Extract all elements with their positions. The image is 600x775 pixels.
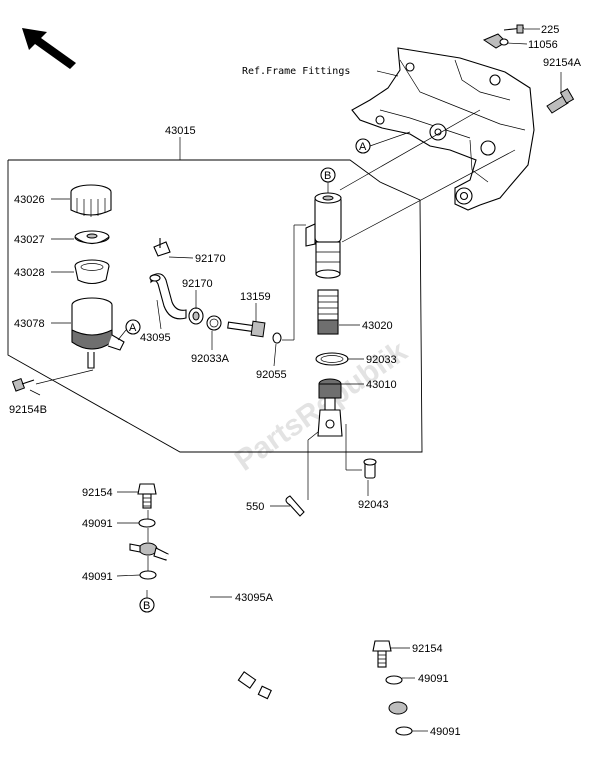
label-leader-lines bbox=[51, 28, 562, 732]
label-92033: 92033 bbox=[366, 354, 397, 366]
part-49091-washer-lower-2 bbox=[395, 726, 413, 736]
part-43078-reservoir bbox=[71, 297, 125, 369]
label-43020: 43020 bbox=[362, 320, 393, 332]
part-43027-plate bbox=[74, 230, 110, 245]
callout-a-reservoir-label: A bbox=[129, 322, 137, 334]
label-49091-lower-2: 49091 bbox=[430, 726, 461, 738]
part-92033-circlip bbox=[315, 352, 349, 366]
label-92154B: 92154B bbox=[9, 404, 47, 416]
part-43095A-brake-hose bbox=[164, 553, 397, 709]
part-92043-pin bbox=[363, 458, 377, 479]
part-225-bolt bbox=[503, 24, 525, 34]
assembly-connection-lines bbox=[29, 109, 516, 598]
label-92154-lower: 92154 bbox=[412, 643, 443, 655]
part-hose-banjo-lower bbox=[388, 701, 408, 715]
label-49091-upper-2: 49091 bbox=[82, 571, 113, 583]
part-92055-o-ring bbox=[272, 332, 282, 344]
part-92170-clip-top bbox=[153, 238, 171, 257]
label-43015: 43015 bbox=[165, 125, 196, 137]
part-43020-piston bbox=[317, 289, 339, 335]
part-49091-washer-lower-1 bbox=[385, 675, 403, 685]
label-550: 550 bbox=[246, 501, 264, 513]
part-43028-diaphragm bbox=[74, 259, 110, 285]
part-92154-banjo-bolt-upper bbox=[137, 483, 157, 509]
label-11056: 11056 bbox=[528, 39, 558, 51]
frame-fitting-part bbox=[351, 47, 535, 211]
part-11056-clamp bbox=[482, 33, 509, 49]
part-92033A-ring bbox=[206, 315, 222, 331]
part-43010-push-rod bbox=[317, 378, 343, 437]
part-92170-clip-lower bbox=[188, 307, 204, 325]
label-43010: 43010 bbox=[366, 379, 397, 391]
part-master-cylinder-body bbox=[305, 192, 342, 279]
assembly-outline-43015 bbox=[7, 159, 423, 453]
callout-a-reservoir: A bbox=[117, 319, 141, 341]
callout-b-hose-label: B bbox=[143, 600, 150, 612]
part-49091-washer-upper-2 bbox=[139, 570, 157, 580]
part-550-cotter-pin bbox=[285, 495, 305, 517]
label-92170-lower: 92170 bbox=[182, 278, 213, 290]
label-49091-upper-1: 49091 bbox=[82, 518, 113, 530]
callout-a-frame-label: A bbox=[359, 141, 367, 153]
label-49091-lower-1: 49091 bbox=[418, 673, 449, 685]
part-43026-reservoir-cap bbox=[70, 184, 112, 217]
part-92154-banjo-bolt-lower bbox=[372, 640, 392, 668]
label-43095A: 43095A bbox=[235, 592, 274, 604]
label-92055: 92055 bbox=[256, 369, 287, 381]
part-92154A-bolt bbox=[546, 88, 575, 114]
label-92154-upper: 92154 bbox=[82, 487, 113, 499]
label-43027: 43027 bbox=[14, 234, 45, 246]
label-43095: 43095 bbox=[140, 332, 171, 344]
label-92043: 92043 bbox=[358, 499, 389, 511]
part-hose-banjo-upper bbox=[129, 542, 169, 561]
label-92033A: 92033A bbox=[191, 353, 230, 365]
callout-b-cylinder: B bbox=[320, 167, 336, 183]
label-43078: 43078 bbox=[14, 318, 45, 330]
label-43026: 43026 bbox=[14, 194, 45, 206]
label-92170-top: 92170 bbox=[195, 253, 226, 265]
front-direction-arrow-icon bbox=[22, 28, 76, 69]
part-number-labels: 225 11056 Ref.Frame Fittings 92154A 4301… bbox=[9, 24, 582, 738]
label-ref-frame-fittings: Ref.Frame Fittings bbox=[242, 66, 350, 77]
label-13159: 13159 bbox=[240, 291, 271, 303]
callout-b-hose: B bbox=[139, 597, 155, 613]
label-43028: 43028 bbox=[14, 267, 45, 279]
label-92154A: 92154A bbox=[543, 57, 582, 69]
callout-b-cylinder-label: B bbox=[324, 170, 331, 182]
part-49091-washer-upper-1 bbox=[138, 518, 156, 528]
part-13159-fitting bbox=[227, 320, 266, 338]
part-43095-reservoir-hose bbox=[149, 273, 187, 320]
callout-a-frame: A bbox=[355, 131, 411, 154]
label-225: 225 bbox=[541, 24, 559, 36]
part-92154B-bolt bbox=[11, 377, 35, 392]
